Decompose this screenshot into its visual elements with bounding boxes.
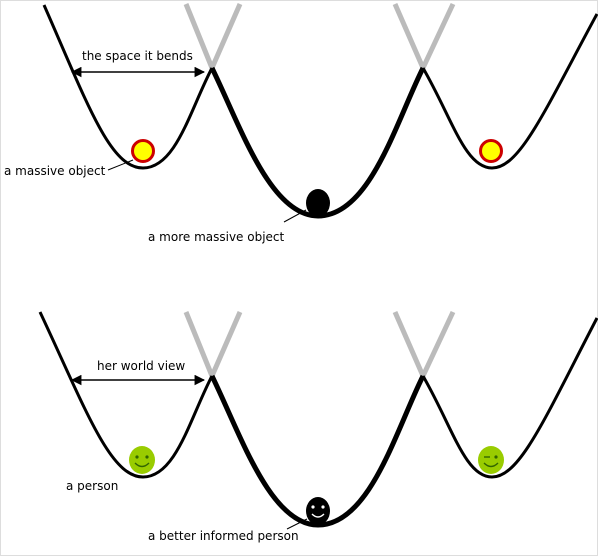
- top-heavy-object-pointer: [283, 209, 307, 223]
- top-right-massive-object: [479, 139, 503, 163]
- top-ghost-lines: [183, 2, 456, 70]
- top-panel: [42, 2, 598, 223]
- bottom-left-well: [38, 311, 214, 479]
- bottom-right-person-icon: [478, 446, 504, 474]
- bottom-object-label: a person: [66, 479, 119, 493]
- bottom-panel: [38, 310, 598, 530]
- bottom-heavy-object-pointer: [286, 518, 308, 530]
- top-range-label: the space it bends: [82, 49, 193, 63]
- bottom-heavy-object-label: a better informed person: [148, 529, 299, 543]
- bottom-ghost-lines: [183, 310, 456, 378]
- bottom-right-well: [421, 317, 598, 479]
- top-left-well: [42, 4, 214, 170]
- top-right-well: [421, 13, 598, 170]
- bottom-left-person-icon: [129, 446, 155, 474]
- top-object-pointer: [107, 159, 134, 171]
- top-left-massive-object: [131, 139, 155, 163]
- bottom-better-informed-person-icon: [306, 497, 330, 525]
- bottom-range-label: her world view: [97, 359, 186, 373]
- top-more-massive-object: [306, 189, 330, 217]
- top-object-label: a massive object: [4, 164, 106, 178]
- top-heavy-object-label: a more massive object: [148, 230, 285, 244]
